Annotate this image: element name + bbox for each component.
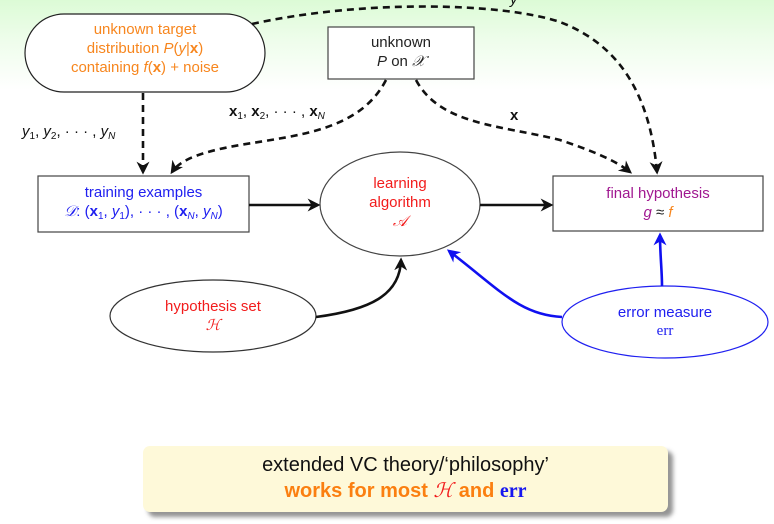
input-dist-line1: unknown bbox=[370, 34, 432, 51]
summary-line2: works for most ℋ and err bbox=[284, 478, 527, 502]
final-node: final hypothesis g ≈ f bbox=[553, 184, 763, 222]
edge-input-to-training bbox=[170, 79, 388, 175]
edge-input-to-final bbox=[414, 79, 633, 174]
training-line1: training examples bbox=[84, 184, 203, 201]
final-line2: g ≈ f bbox=[643, 204, 673, 221]
training-line2: 𝒟: (x1, y1), · · · , (xN, yN) bbox=[64, 202, 223, 222]
final-node-shape bbox=[552, 175, 764, 232]
target-line2: distribution P(y|x) bbox=[86, 40, 204, 57]
algorithm-symbol: 𝒜 bbox=[392, 212, 408, 230]
training-node: training examples 𝒟: (x1, y1), · · · , (… bbox=[38, 183, 249, 226]
error-measure-node-shape bbox=[561, 285, 769, 359]
target-line1: unknown target bbox=[93, 21, 197, 38]
error-measure-node: error measure err bbox=[562, 303, 768, 341]
final-line1: final hypothesis bbox=[606, 185, 710, 202]
input-dist-node: unknown P on 𝒳 bbox=[328, 33, 474, 71]
algorithm-node: learning algorithm 𝒜 bbox=[320, 174, 480, 231]
edge-label-y-sequence: y1, y2, · · · , yN bbox=[22, 123, 116, 142]
algorithm-line1: learning bbox=[373, 175, 427, 192]
edge-label-y: y bbox=[510, 0, 518, 8]
error-measure-symbol: err bbox=[656, 323, 674, 339]
algorithm-line2: algorithm bbox=[369, 194, 431, 211]
summary-callout: extended VC theory/‘philosophy’ works fo… bbox=[143, 446, 668, 512]
training-node-shape bbox=[37, 175, 250, 233]
hypothesis-set-node: hypothesis set ℋ bbox=[110, 297, 316, 335]
target-node: unknown target distribution P(y|x) conta… bbox=[25, 20, 265, 77]
target-node-shape bbox=[24, 13, 266, 93]
edge-error-to-algorithm bbox=[446, 249, 563, 319]
hypothesis-set-line1: hypothesis set bbox=[165, 298, 261, 315]
target-line3: containing f(x) + noise bbox=[70, 59, 220, 76]
edge-label-x: x bbox=[510, 107, 519, 124]
input-dist-node-shape bbox=[327, 26, 475, 80]
summary-line1: extended VC theory/‘philosophy’ bbox=[262, 454, 549, 476]
hypothesis-set-symbol: ℋ bbox=[205, 316, 221, 334]
edge-label-x-sequence: x1, x2, · · · , xN bbox=[229, 103, 325, 122]
edge-hypothesis-to-algorithm bbox=[315, 257, 408, 319]
error-measure-line1: error measure bbox=[617, 304, 713, 321]
input-dist-line2: P on 𝒳 bbox=[377, 52, 425, 70]
edge-error-to-final bbox=[653, 232, 667, 287]
edge-target-to-final bbox=[251, 5, 663, 175]
